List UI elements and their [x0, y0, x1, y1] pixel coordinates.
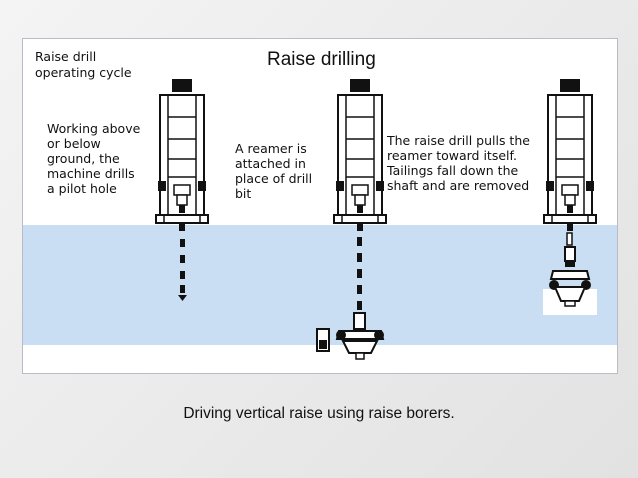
figure-caption: Driving vertical raise using raise borer… [183, 405, 455, 422]
rig-clamp [376, 181, 384, 191]
raise-drill-rig-stage3 [543, 79, 597, 231]
step1-line: or below [47, 136, 101, 151]
rig-cap [560, 79, 580, 92]
diagram-title: Raise drilling [267, 49, 376, 70]
step3-line: Tailings fall down the [386, 163, 518, 178]
step1-line: ground, the [47, 151, 120, 166]
pilot-drill-string [178, 239, 187, 301]
rig-cap [172, 79, 192, 92]
stage3-drill-string [564, 232, 576, 267]
stage2-drill-string [357, 237, 362, 310]
raise-drill-rig-stage2 [333, 79, 387, 231]
step1-line: machine drills [47, 166, 135, 181]
cycle-label-line1: Raise drill [35, 49, 96, 64]
step1-annotation: Working above or below ground, the machi… [47, 121, 141, 196]
cycle-label-line2: operating cycle [35, 65, 132, 80]
rig-clamp [198, 181, 206, 191]
rig-clamp [158, 181, 166, 191]
step3-line: The raise drill pulls the [386, 133, 530, 148]
step3-annotation: The raise drill pulls the reamer toward … [386, 133, 530, 193]
rig-clamp [336, 181, 344, 191]
step2-line: bit [235, 186, 251, 201]
raise-drilling-figure: Raise drilling Raise drill operating cyc… [22, 38, 618, 374]
step1-line: a pilot hole [47, 181, 117, 196]
step2-annotation: A reamer is attached in place of drill b… [235, 141, 312, 201]
reamer-attachment-block [316, 328, 330, 352]
rig-clamp [586, 181, 594, 191]
raise-drill-rig-stage1 [155, 79, 209, 231]
step2-line: attached in [235, 156, 306, 171]
raise-drilling-diagram: Raise drilling Raise drill operating cyc… [23, 49, 617, 360]
reamer-head-stage2 [335, 312, 385, 360]
step2-line: place of drill [235, 171, 312, 186]
step3-line: shaft and are removed [387, 178, 529, 193]
step1-line: Working above [47, 121, 141, 136]
step2-line: A reamer is [235, 141, 307, 156]
step3-line: reamer toward itself. [387, 148, 517, 163]
rig-cap [350, 79, 370, 92]
rock-layer [23, 225, 617, 345]
reamer-head-stage3 [549, 270, 591, 307]
rig-clamp [546, 181, 554, 191]
